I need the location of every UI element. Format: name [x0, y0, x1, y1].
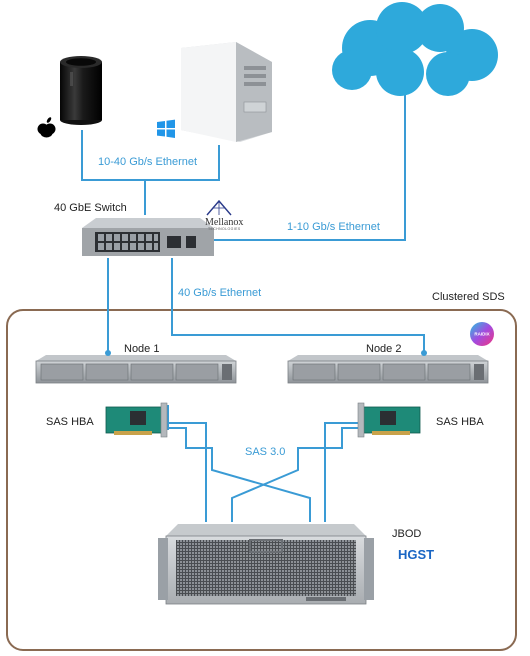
cloud-icon — [332, 2, 498, 96]
tower-pc-icon — [181, 42, 272, 142]
label-sas: SAS 3.0 — [245, 446, 285, 458]
sas-hba-card-right — [357, 402, 421, 438]
mac-pro-icon — [60, 56, 102, 125]
label-node2: Node 2 — [366, 343, 401, 355]
node2-link — [171, 258, 425, 352]
label-sas-hba-left: SAS HBA — [46, 416, 94, 428]
label-node1: Node 1 — [124, 343, 159, 355]
switch-device — [82, 218, 214, 256]
node1-port — [105, 350, 111, 356]
label-sas-hba-right: SAS HBA — [436, 416, 484, 428]
label-client-ethernet: 10-40 Gb/s Ethernet — [98, 156, 197, 168]
cloud-link — [214, 93, 406, 241]
label-cloud-ethernet: 1-10 Gb/s Ethernet — [287, 221, 380, 233]
raidix-logo: RAIDIX — [470, 322, 494, 346]
label-node-ethernet: 40 Gb/s Ethernet — [178, 287, 261, 299]
label-jbod: JBOD — [392, 528, 421, 540]
node2-port — [421, 350, 427, 356]
apple-icon — [37, 117, 56, 138]
mellanox-logo: Mellanox TECHNOLOGIES — [205, 199, 243, 231]
label-cluster: Clustered SDS — [432, 291, 505, 303]
jbod-enclosure — [158, 524, 374, 605]
raidix-wordmark: RAIDIX — [474, 332, 489, 337]
node2-server — [287, 355, 489, 384]
node1-server — [35, 355, 237, 384]
mellanox-wordmark: Mellanox — [205, 217, 243, 228]
label-jbod-brand: HGST — [398, 547, 434, 562]
mellanox-subtitle: TECHNOLOGIES — [208, 227, 241, 231]
cluster-boundary — [6, 309, 517, 651]
sas-hba-card-left — [105, 402, 168, 438]
client-links — [81, 130, 220, 215]
windows-icon — [157, 119, 175, 138]
label-switch: 40 GbE Switch — [54, 202, 127, 214]
sas-cabling — [167, 405, 361, 522]
